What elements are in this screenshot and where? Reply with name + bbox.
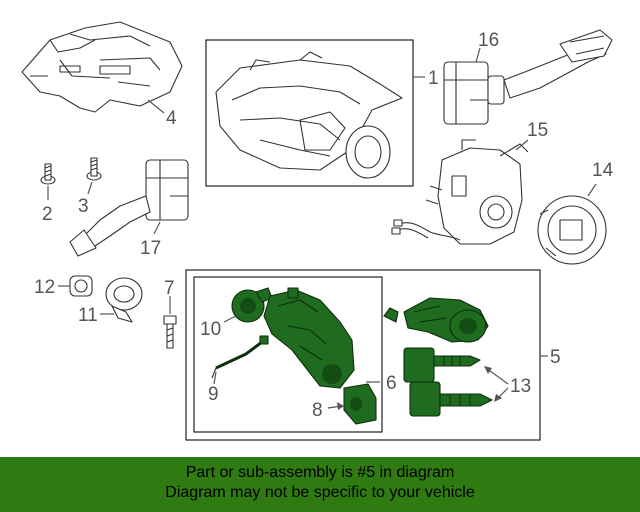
part-10-lock-ring[interactable] [231, 287, 273, 323]
part-3-screw[interactable] [86, 157, 102, 181]
info-banner: Part or sub-assembly is #5 in diagram Di… [0, 457, 640, 512]
banner-line-1: Part or sub-assembly is #5 in diagram [185, 464, 455, 481]
callout-11: 11 [78, 305, 98, 326]
part-11-ring[interactable] [105, 277, 143, 323]
callout-2: 2 [42, 204, 53, 225]
part-17-turn-signal-switch[interactable] [69, 159, 189, 257]
callout-3: 3 [78, 196, 89, 217]
part-5-box [185, 269, 541, 441]
callout-13: 13 [510, 376, 531, 397]
callout-15: 15 [527, 120, 548, 141]
callout-9: 9 [208, 384, 219, 405]
callout-16: 16 [478, 30, 499, 51]
part-7-bolt[interactable] [163, 315, 177, 349]
part-14-clock-spring[interactable] [537, 195, 607, 265]
part-6-lock-housing[interactable] [263, 287, 355, 389]
callout-5: 5 [550, 347, 561, 368]
callout-10: 10 [200, 319, 221, 340]
part-1-box [205, 39, 414, 187]
part-13-key-lower[interactable] [409, 381, 493, 417]
banner-line-2: Diagram may not be specific to your vehi… [165, 484, 475, 501]
callout-7: 7 [164, 278, 175, 299]
callout-14: 14 [592, 160, 614, 181]
part-8-ignition-switch[interactable] [343, 383, 377, 425]
callout-12: 12 [34, 277, 55, 298]
part-1-lower-shroud[interactable] [215, 51, 403, 179]
part-4-upper-shroud[interactable] [21, 21, 183, 113]
parts-diagram: 4 1 16 2 3 1 [21, 21, 614, 441]
part-12-sensor[interactable] [69, 275, 93, 297]
part-9-wire-harness[interactable] [211, 335, 269, 379]
part-5-lock-cylinder[interactable] [383, 297, 489, 343]
callout-4: 4 [166, 108, 177, 129]
part-6-box [193, 276, 383, 433]
callout-6: 6 [386, 373, 397, 394]
part-16-wiper-switch[interactable] [443, 29, 613, 125]
part-15-switch-housing[interactable] [391, 139, 529, 245]
part-2-screw[interactable] [40, 163, 56, 185]
callout-1: 1 [428, 68, 439, 89]
part-13-key-upper[interactable] [403, 347, 481, 383]
callout-17: 17 [140, 238, 161, 259]
callout-8: 8 [312, 400, 323, 421]
